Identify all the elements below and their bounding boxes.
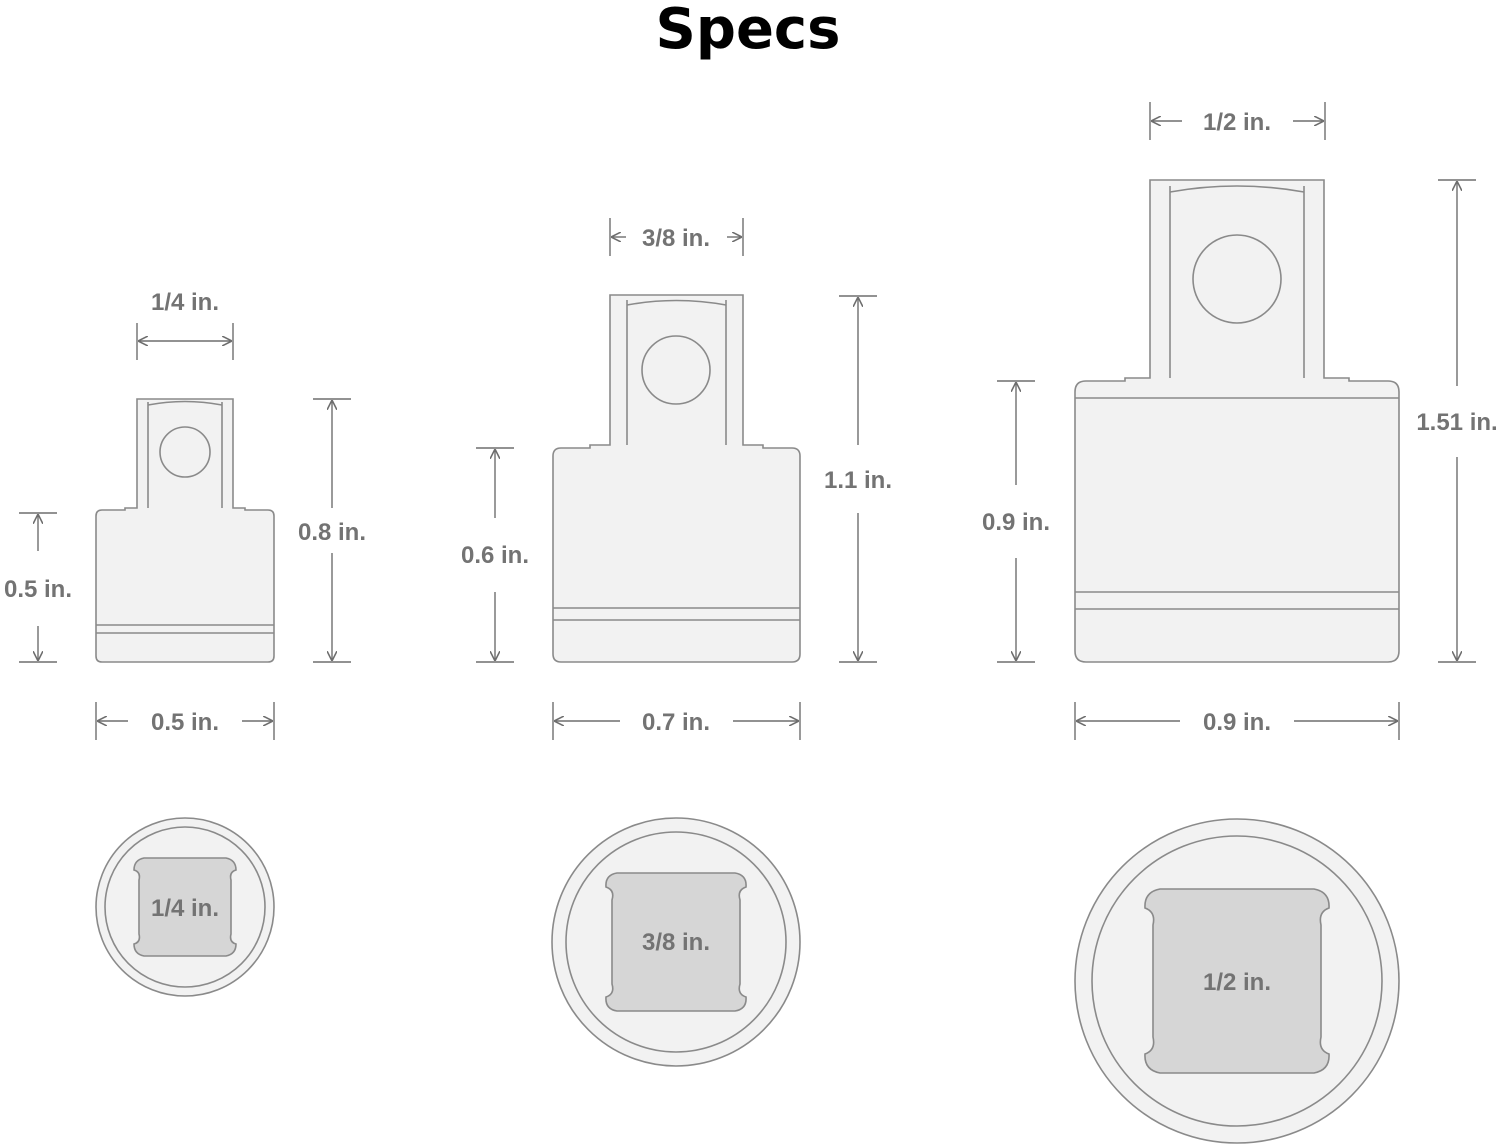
label-large-end: 1/2 in. bbox=[1203, 969, 1271, 996]
page-title: Specs bbox=[656, 0, 841, 62]
label-small-total-height: 0.8 in. bbox=[298, 519, 366, 546]
adapter-small-side-view bbox=[95, 398, 275, 663]
adapter-medium-end-view: 3/8 in. bbox=[551, 817, 801, 1067]
label-small-width: 0.5 in. bbox=[151, 709, 219, 736]
adapter-small: 1/4 in. 0.8 in. 0.5 in. 0.5 in. bbox=[4, 289, 366, 997]
label-large-total-height: 1.51 in. bbox=[1416, 409, 1497, 436]
dimension-large-body-height: 0.9 in. bbox=[982, 380, 1050, 663]
label-large-body-height: 0.9 in. bbox=[982, 509, 1050, 536]
adapter-large-end-view: 1/2 in. bbox=[1074, 818, 1400, 1144]
label-small-drive-width: 1/4 in. bbox=[151, 289, 219, 316]
label-large-drive-width: 1/2 in. bbox=[1203, 109, 1271, 136]
label-large-width: 0.9 in. bbox=[1203, 709, 1271, 736]
adapter-medium-side-view bbox=[552, 294, 801, 663]
dimension-large-total-height: 1.51 in. bbox=[1416, 179, 1498, 663]
label-medium-drive-width: 3/8 in. bbox=[642, 225, 710, 252]
label-medium-width: 0.7 in. bbox=[642, 709, 710, 736]
dimension-medium-total-height: 1.1 in. bbox=[824, 295, 892, 663]
label-small-end: 1/4 in. bbox=[151, 895, 219, 922]
adapter-medium: 3/8 in. 1.1 in. 0.6 in. 0.7 in. bbox=[461, 218, 892, 1067]
label-small-body-height: 0.5 in. bbox=[4, 576, 72, 603]
dimension-large-width: 0.9 in. bbox=[1074, 702, 1400, 740]
adapter-large-side-view bbox=[1074, 179, 1400, 663]
label-medium-total-height: 1.1 in. bbox=[824, 467, 892, 494]
dimension-small-drive-width: 1/4 in. bbox=[136, 289, 234, 360]
dimension-small-body-height: 0.5 in. bbox=[4, 512, 72, 663]
label-medium-end: 3/8 in. bbox=[642, 929, 710, 956]
dimension-medium-width: 0.7 in. bbox=[552, 702, 801, 740]
dimension-medium-drive-width: 3/8 in. bbox=[609, 218, 744, 256]
dimension-medium-body-height: 0.6 in. bbox=[461, 447, 529, 663]
dimension-small-width: 0.5 in. bbox=[95, 702, 275, 740]
adapter-small-end-view: 1/4 in. bbox=[95, 817, 275, 997]
adapter-large: 1/2 in. 1.51 in. 0.9 in. 0.9 in. bbox=[982, 102, 1498, 1144]
label-medium-body-height: 0.6 in. bbox=[461, 542, 529, 569]
dimension-small-total-height: 0.8 in. bbox=[298, 398, 366, 663]
dimension-large-drive-width: 1/2 in. bbox=[1149, 102, 1326, 140]
